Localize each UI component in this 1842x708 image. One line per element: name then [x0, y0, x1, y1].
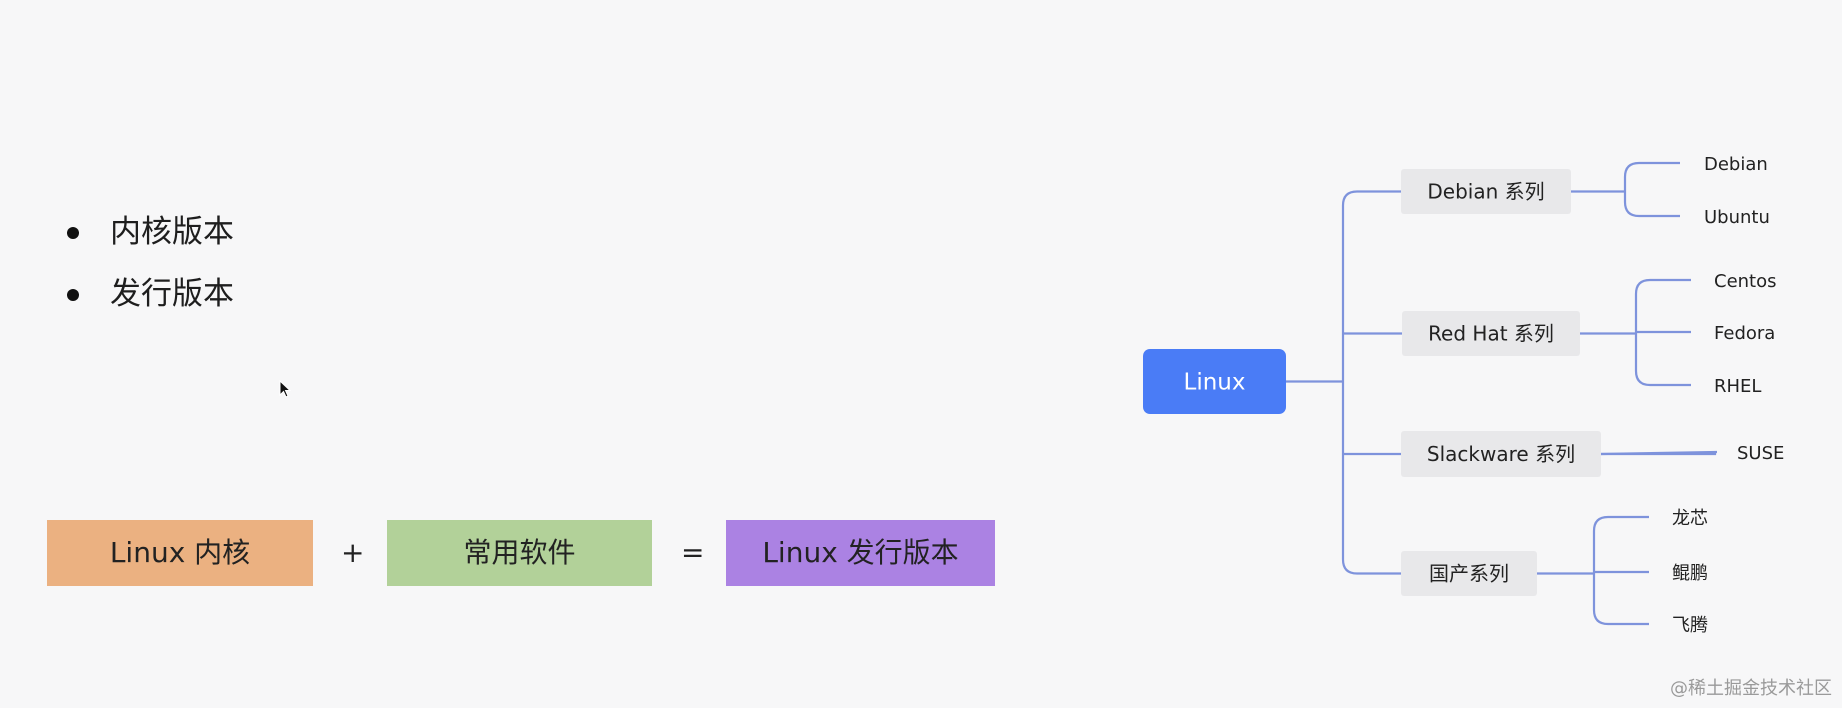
child-connector	[1600, 450, 1718, 456]
branch-node	[1401, 431, 1601, 477]
child-connector	[1592, 515, 1649, 626]
kernel-box: Linux 内核	[47, 520, 313, 586]
leaf-node-label: Fedora	[1714, 323, 1775, 344]
bullet-dot-icon	[67, 227, 79, 239]
root-node-label: Linux	[1184, 370, 1246, 396]
branch-node	[1401, 551, 1537, 596]
distro-label: Linux 发行版本	[762, 536, 959, 569]
branch-node	[1401, 169, 1571, 214]
branch-node-label: Slackware 系列	[1427, 442, 1575, 466]
branch-node-label: 国产系列	[1429, 562, 1509, 586]
software-label: 常用软件	[463, 536, 576, 569]
bullet-list: 内核版本 发行版本	[58, 206, 234, 330]
equals-sign: =	[681, 536, 705, 569]
leaf-node-label: RHEL	[1714, 376, 1761, 397]
plus-sign: +	[341, 536, 365, 569]
spine-connector	[1341, 190, 1401, 575]
bullet-item: 发行版本	[58, 268, 234, 330]
leaf-node-label: 飞腾	[1672, 615, 1708, 636]
root-node	[1143, 349, 1286, 414]
leaf-node-label: SUSE	[1737, 443, 1784, 464]
leaf-node-label: Debian	[1704, 154, 1768, 175]
connector-lines	[1286, 161, 1718, 626]
leaf-node-label: Ubuntu	[1704, 207, 1770, 228]
leaf-node-label: Centos	[1714, 271, 1777, 292]
software-box: 常用软件	[387, 520, 652, 586]
leaf-node-label: 龙芯	[1672, 508, 1708, 529]
watermark: @稀土掘金技术社区	[1670, 678, 1832, 699]
mouse-cursor-icon	[279, 380, 292, 398]
bullet-text: 内核版本	[110, 214, 234, 250]
branch-node-label: Red Hat 系列	[1428, 322, 1554, 346]
kernel-label: Linux 内核	[109, 536, 251, 569]
distro-box: Linux 发行版本	[726, 520, 995, 586]
branch-node-label: Debian 系列	[1427, 180, 1544, 204]
bullet-dot-icon	[67, 289, 79, 301]
bullet-text: 发行版本	[110, 276, 234, 312]
child-connector	[1623, 161, 1680, 218]
leaf-node-label: 鲲鹏	[1672, 563, 1708, 584]
branch-node	[1402, 311, 1580, 356]
bullet-item: 内核版本	[58, 206, 234, 268]
